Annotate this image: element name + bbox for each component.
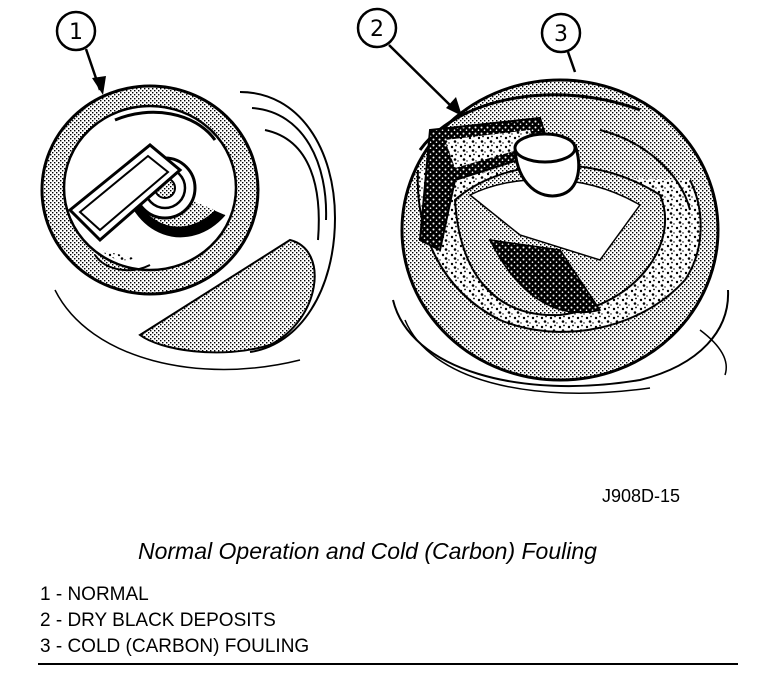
callout-3: 3 xyxy=(540,12,582,73)
callout-1: 1 xyxy=(55,10,106,95)
legend-item-normal: 1 - NORMAL xyxy=(40,584,149,605)
legend-item-cold-carbon-fouling: 3 - COLD (CARBON) FOULING xyxy=(40,636,310,657)
fouled-spark-plug xyxy=(392,78,730,394)
bottom-divider xyxy=(38,663,738,665)
figure-caption: Normal Operation and Cold (Carbon) Fouli… xyxy=(138,538,597,564)
figure-code: J908D-15 xyxy=(602,486,681,506)
callout-2-label: 2 xyxy=(370,17,384,42)
legend-item-dry-black-deposits: 2 - DRY BLACK DEPOSITS xyxy=(40,610,276,631)
normal-spark-plug xyxy=(40,84,337,371)
callout-2: 2 xyxy=(356,7,462,116)
callout-1-label: 1 xyxy=(69,20,83,45)
spark-plug-illustration: 1 2 3 xyxy=(40,7,730,394)
legend: 1 - NORMAL 2 - DRY BLACK DEPOSITS 3 - CO… xyxy=(40,582,309,660)
callout-3-label: 3 xyxy=(554,22,568,47)
